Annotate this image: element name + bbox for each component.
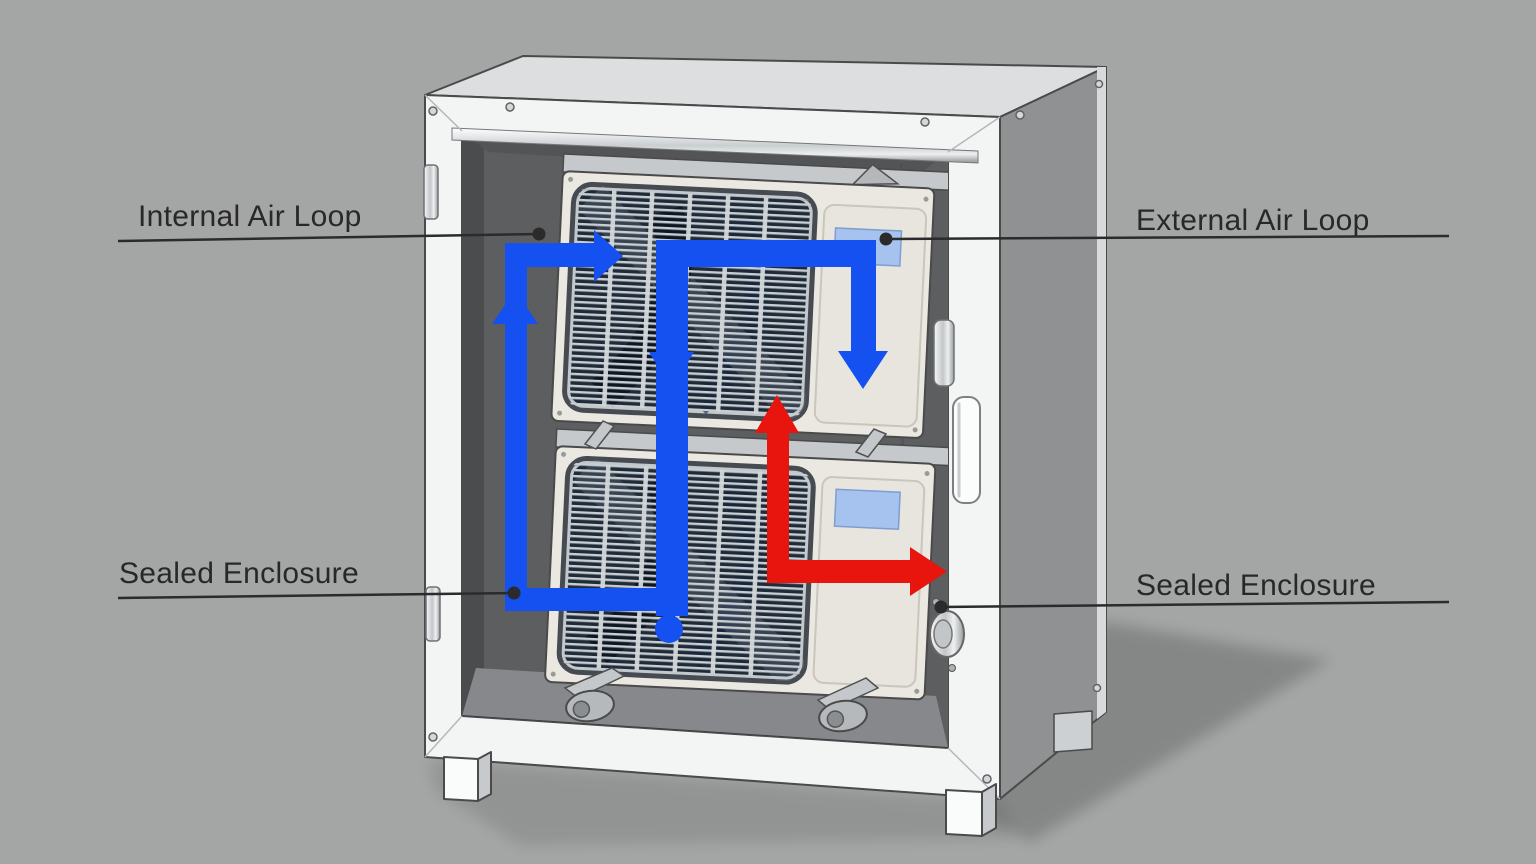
leader-external-air-loop [885, 234, 1450, 241]
internal-air-loop-label: Internal Air Loop [138, 200, 362, 233]
enclosure-interior [462, 131, 948, 748]
cabinet-feet [443, 710, 1093, 837]
leader-sealed-enclosure-left [117, 591, 515, 600]
leader-sealed-enclosure-right [940, 600, 1450, 609]
right-hinge [933, 319, 955, 387]
sealed-enclosure-left-label: Sealed Enclosure [119, 557, 359, 590]
leader-dots [507, 227, 948, 614]
leader-internal-air-loop [117, 232, 540, 243]
upper-unit-bracket [850, 163, 900, 186]
exhaust-port [929, 598, 965, 672]
left-hinge-bottom [425, 586, 441, 642]
blue-up-arrowhead-icon [492, 290, 538, 324]
lower-unit-sticker [833, 488, 901, 531]
blue-outer-loop-arrow [505, 230, 676, 611]
left-hinge-top [423, 164, 439, 220]
external-air-loop-label: External Air Loop [1136, 204, 1370, 237]
blue-inner-loop-arrow [656, 240, 888, 616]
top-trim-rail [451, 127, 979, 164]
blue-junction-dot [655, 615, 683, 643]
cabinet-back-edge [1097, 67, 1106, 719]
frame-screws [428, 79, 1104, 784]
internal-air-loop-arrows [492, 230, 888, 643]
external-air-loop-arrow [755, 395, 947, 596]
blue-down-arrowhead-icon [649, 352, 694, 389]
red-exhaust-arrow [755, 395, 947, 596]
frame-hardware [423, 79, 1104, 800]
upper-fan-unit [550, 153, 948, 439]
upper-fan-blades [568, 185, 813, 420]
mounting-brackets [563, 420, 888, 711]
leader-lines [117, 232, 1450, 609]
sealed-enclosure-right-label: Sealed Enclosure [1136, 569, 1376, 602]
door-handle [952, 396, 981, 504]
interior-left-wall [462, 131, 484, 716]
roller-feet [565, 689, 868, 733]
cabinet-right-face [999, 66, 1107, 800]
